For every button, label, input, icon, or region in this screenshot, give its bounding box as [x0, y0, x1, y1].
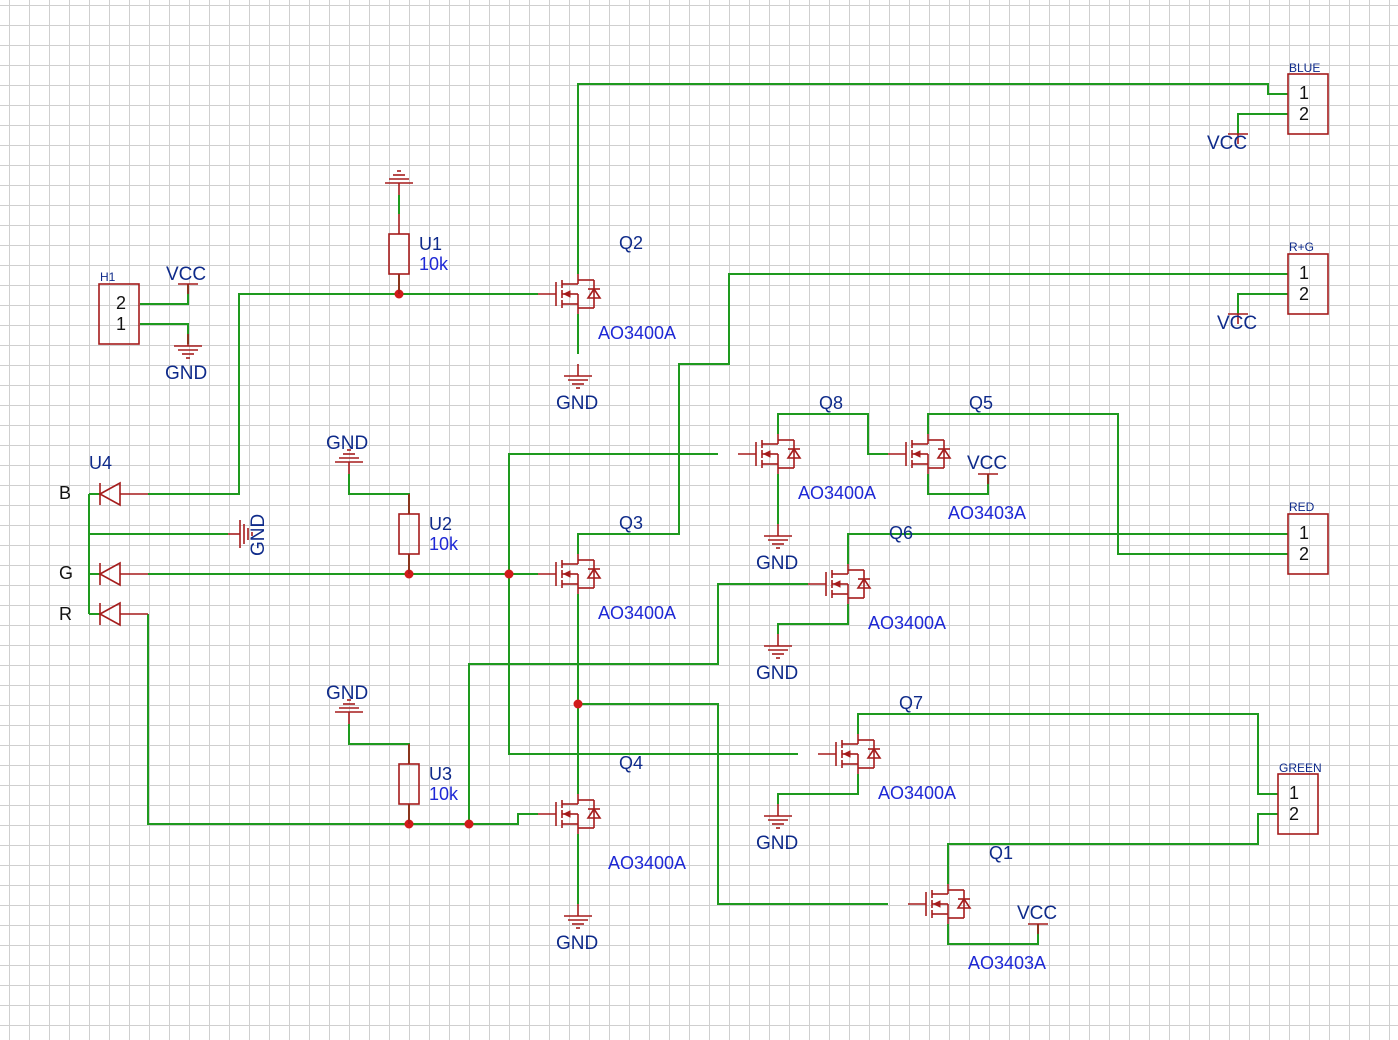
gnd-symbol-q8: GND — [756, 523, 798, 574]
svg-text:GND: GND — [556, 933, 598, 954]
blue-label: BLUE — [1289, 61, 1320, 75]
q7-part: AO3400A — [878, 783, 956, 803]
q6-ref: Q6 — [889, 523, 913, 543]
connector-rg[interactable]: R+G 1 2 — [1287, 240, 1329, 315]
mosfet-q2[interactable]: Q2 AO3400A — [537, 233, 676, 343]
gnd-symbol-q7: GND — [756, 803, 798, 854]
vcc-symbol-rg: VCC — [1217, 313, 1257, 334]
q6-part: AO3400A — [868, 613, 946, 633]
gnd-symbol-u3: GND — [326, 683, 368, 725]
connector-blue[interactable]: BLUE 1 2 — [1287, 61, 1329, 135]
red-label: RED — [1289, 500, 1315, 514]
connector-h1[interactable]: H1 2 1 — [98, 270, 140, 345]
mosfet-q6[interactable]: Q6 AO3400A — [807, 523, 946, 633]
gnd-symbol-q2: GND — [556, 363, 598, 414]
u1-value: 10k — [419, 254, 449, 274]
q8-ref: Q8 — [819, 393, 843, 413]
svg-text:GND: GND — [165, 363, 207, 384]
led-u4[interactable]: U4 B G R — [59, 453, 148, 626]
gnd-symbol-u1 — [384, 170, 414, 196]
mosfet-q4[interactable]: Q4 AO3400A — [537, 753, 686, 873]
rg-label: R+G — [1289, 240, 1314, 254]
svg-text:GND: GND — [756, 833, 798, 854]
mosfet-q5[interactable]: Q5 AO3403A — [887, 393, 1026, 523]
mosfet-q3[interactable]: Q3 AO3400A — [537, 513, 676, 623]
svg-text:GND: GND — [756, 553, 798, 574]
q3-part: AO3400A — [598, 603, 676, 623]
svg-text:VCC: VCC — [1207, 133, 1247, 154]
gnd-symbol-u2: GND — [326, 433, 368, 475]
green-label: GREEN — [1279, 761, 1322, 775]
gnd-symbol-q4: GND — [556, 903, 598, 954]
mosfet-q8[interactable]: Q8 AO3400A — [737, 393, 876, 503]
u2-ref: U2 — [429, 514, 452, 534]
gnd-symbol-led: GND — [228, 514, 269, 556]
q8-part: AO3400A — [798, 483, 876, 503]
junctions — [394, 289, 583, 829]
svg-text:VCC: VCC — [1017, 903, 1057, 924]
red-pin-1: 1 — [1299, 523, 1309, 543]
vcc-symbol-blue: VCC — [1207, 133, 1249, 154]
gnd-symbol-h1: GND — [165, 333, 207, 384]
h1-pin-2: 2 — [116, 293, 126, 313]
u3-value: 10k — [429, 784, 459, 804]
led-label-r: R — [59, 604, 72, 624]
connector-green[interactable]: GREEN 1 2 — [1277, 761, 1322, 835]
mosfet-q1[interactable]: Q1 AO3403A — [907, 843, 1046, 973]
u3-ref: U3 — [429, 764, 452, 784]
vcc-symbol-q1: VCC — [1017, 903, 1057, 935]
resistor-u3[interactable]: U3 10k — [398, 743, 459, 825]
h1-label: H1 — [100, 270, 116, 284]
svg-text:GND: GND — [248, 514, 269, 556]
svg-text:GND: GND — [326, 433, 368, 454]
rg-pin-1: 1 — [1299, 263, 1309, 283]
vcc-symbol-h1: VCC — [166, 264, 206, 295]
u2-value: 10k — [429, 534, 459, 554]
svg-text:VCC: VCC — [166, 264, 206, 285]
q5-ref: Q5 — [969, 393, 993, 413]
green-pin-2: 2 — [1289, 804, 1299, 824]
q2-ref: Q2 — [619, 233, 643, 253]
u4-ref: U4 — [89, 453, 112, 473]
rg-pin-2: 2 — [1299, 284, 1309, 304]
h1-pin-1: 1 — [116, 314, 126, 334]
connector-red[interactable]: RED 1 2 — [1287, 500, 1329, 575]
svg-text:VCC: VCC — [967, 453, 1007, 474]
svg-text:GND: GND — [326, 683, 368, 704]
resistor-u1[interactable]: U1 10k — [388, 213, 449, 295]
q2-part: AO3400A — [598, 323, 676, 343]
blue-pin-2: 2 — [1299, 104, 1309, 124]
q1-ref: Q1 — [989, 843, 1013, 863]
svg-text:GND: GND — [556, 393, 598, 414]
q7-ref: Q7 — [899, 693, 923, 713]
u1-ref: U1 — [419, 234, 442, 254]
q5-part: AO3403A — [948, 503, 1026, 523]
led-label-b: B — [59, 483, 71, 503]
mosfet-q7[interactable]: Q7 AO3400A — [817, 693, 956, 803]
led-label-g: G — [59, 563, 73, 583]
green-pin-1: 1 — [1289, 783, 1299, 803]
q1-part: AO3403A — [968, 953, 1046, 973]
gnd-symbol-q6: GND — [756, 633, 798, 684]
q4-part: AO3400A — [608, 853, 686, 873]
q3-ref: Q3 — [619, 513, 643, 533]
q4-ref: Q4 — [619, 753, 643, 773]
blue-pin-1: 1 — [1299, 83, 1309, 103]
svg-text:VCC: VCC — [1217, 313, 1257, 334]
red-pin-2: 2 — [1299, 544, 1309, 564]
resistor-u2[interactable]: U2 10k — [398, 493, 459, 575]
vcc-symbol-q5: VCC — [967, 453, 1007, 485]
svg-text:GND: GND — [756, 663, 798, 684]
